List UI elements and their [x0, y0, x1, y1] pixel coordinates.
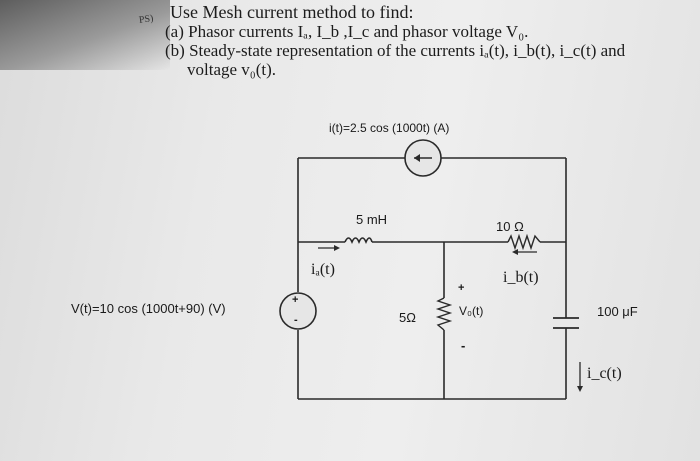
voltage-source-label: V(t)=10 cos (1000t+90) (V) [71, 301, 226, 316]
question-title: Use Mesh current method to find: [170, 2, 414, 22]
vo-plus: + [458, 282, 465, 294]
ia-label: iₐ(t) [311, 261, 335, 278]
question-part-a: (a) Phasor currents Iₐ, I_b ,I_c and pha… [165, 22, 529, 41]
paper-corner-shadow [0, 0, 170, 70]
ic-label: i_c(t) [587, 365, 622, 382]
resistor-10-ohm [507, 233, 541, 251]
vo-label: V₀(t) [459, 304, 484, 318]
question-part-b-continued: voltage v₀(t). [187, 60, 277, 79]
inductor-coil [344, 237, 373, 244]
inductor-label: 5 mH [356, 212, 388, 227]
vo-minus: - [461, 338, 466, 353]
resistor-10-ohm-label: 10 Ω [496, 219, 524, 234]
capacitor [553, 317, 579, 329]
question-part-b: (b) Steady-state representation of the c… [165, 41, 626, 60]
ic-arrow-icon [577, 362, 583, 392]
ib-label: i_b(t) [503, 269, 539, 286]
capacitor-label: 100 μF [597, 304, 638, 319]
voltage-source [279, 292, 317, 330]
ia-arrow-icon [318, 245, 340, 251]
ib-arrow-icon [512, 249, 537, 255]
left-arrow-icon [414, 154, 420, 162]
resistor-5-ohm-label: 5Ω [399, 310, 416, 325]
current-source [404, 139, 442, 177]
voltage-source-plus: + [292, 294, 299, 306]
current-source-label: i(t)=2.5 cos (1000t) (A) [329, 121, 450, 135]
voltage-source-minus: - [294, 314, 298, 326]
resistor-5-ohm [435, 297, 453, 331]
